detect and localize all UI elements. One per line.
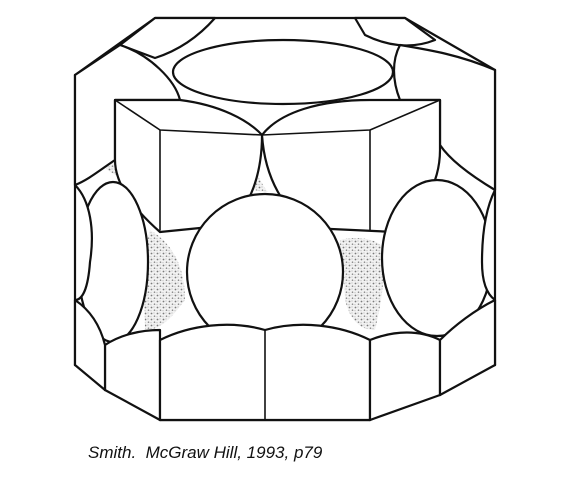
- atom-bottom-far-left: [73, 298, 107, 392]
- atom-bottom-left: [103, 328, 162, 422]
- atom-top-back-right: [353, 16, 437, 47]
- atom-top-back-left: [118, 16, 217, 60]
- bottom-layer-atoms: [73, 298, 497, 422]
- hcp-unit-cell-diagram: [73, 16, 497, 422]
- top-layer-atoms: [73, 16, 497, 234]
- atom-middle-right-edge: [480, 188, 497, 302]
- figure-caption: Smith. McGraw Hill, 1993, p79: [88, 443, 323, 462]
- atom-top-right: [392, 43, 497, 192]
- atom-top-center: [171, 38, 395, 106]
- atom-bottom-right: [368, 331, 442, 422]
- atom-middle-left-edge: [73, 183, 93, 302]
- atom-bottom-far-right: [438, 298, 497, 397]
- middle-layer-atoms: [73, 178, 497, 352]
